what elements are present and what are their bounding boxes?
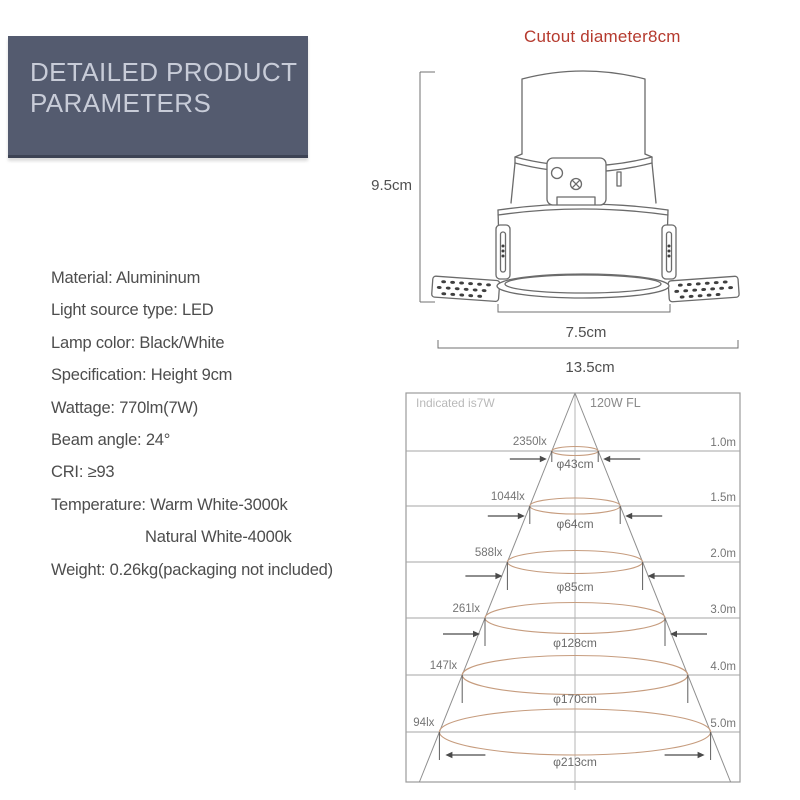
diameter-label: φ43cm: [556, 457, 593, 471]
diameter-label: φ213cm: [553, 755, 597, 769]
spec-row: Specification: Height 9cm: [51, 366, 233, 385]
dimension-arrowhead: [445, 751, 453, 759]
mounting-clip-right: [661, 224, 677, 280]
trim-ring: [496, 203, 670, 299]
diameter-label: φ85cm: [556, 580, 593, 594]
dimension-arrowhead: [495, 572, 503, 580]
spec-row: Beam angle: 24°: [51, 430, 171, 449]
spring-wing-right: [667, 275, 740, 303]
outer-diameter-label: 13.5cm: [565, 359, 614, 376]
lux-label: 2350lx: [513, 436, 547, 448]
screw-icon: [569, 177, 583, 191]
lux-label: 147lx: [430, 660, 458, 672]
height-dimension-label: 9.5cm: [371, 177, 412, 194]
distance-label: 2.0m: [710, 548, 736, 560]
diameter-label: φ64cm: [556, 517, 593, 531]
distance-label: 5.0m: [710, 718, 736, 730]
cone-edge-left: [418, 392, 576, 783]
spec-row: Weight: 0.26kg(packaging not included): [51, 560, 333, 579]
driver-plate: [546, 157, 622, 206]
spec-row: Natural White-4000k: [145, 528, 292, 547]
spec-row: Material: Alumininum: [51, 269, 201, 287]
page-title-box: DETAILED PRODUCT PARAMETERS: [8, 36, 308, 158]
page-title-line2: PARAMETERS: [30, 88, 212, 118]
beam-note-right: 120W FL: [590, 396, 641, 410]
distance-label: 3.0m: [710, 604, 736, 616]
wing-holes: [674, 280, 734, 299]
dimension-arrowhead: [697, 751, 705, 759]
cutout-diameter-label: Cutout diameter8cm: [524, 27, 681, 46]
distance-label: 1.0m: [710, 437, 736, 449]
dimension-arrowhead: [517, 512, 525, 520]
spec-row: CRI: ≥93: [51, 463, 115, 482]
dimension-arrowhead: [539, 455, 547, 463]
inner-diameter-dimension: 7.5cm: [497, 304, 671, 341]
inner-diameter-label: 7.5cm: [566, 324, 607, 341]
dimension-arrowhead: [625, 512, 633, 520]
spec-row: Lamp color: Black/White: [51, 333, 225, 352]
outer-diameter-dimension: 13.5cm: [437, 340, 739, 376]
dimension-arrowhead: [670, 630, 677, 638]
lux-label: 588lx: [475, 547, 503, 559]
mounting-clip-left: [495, 224, 511, 280]
page-title-line1: DETAILED PRODUCT: [30, 57, 298, 87]
beam-frame: [405, 392, 741, 783]
dimension-arrowhead: [473, 630, 480, 638]
beam-note-left: Indicated is7W: [416, 396, 495, 410]
distance-label: 4.0m: [710, 661, 736, 673]
diameter-label: φ128cm: [553, 636, 597, 650]
height-dimension: 9.5cm: [371, 71, 435, 303]
distance-label: 1.5m: [710, 492, 736, 504]
spring-wing-left: [431, 275, 501, 303]
wing-holes: [436, 280, 491, 298]
spec-row: Wattage: 770lm(7W): [51, 398, 199, 417]
spec-row: Temperature: Warm White-3000k: [51, 495, 288, 514]
lux-label: 1044lx: [491, 491, 525, 503]
spec-row: Light source type: LED: [51, 301, 214, 320]
diameter-label: φ170cm: [553, 692, 597, 706]
lux-label: 261lx: [453, 603, 481, 615]
dimension-arrowhead: [647, 572, 655, 580]
dimension-arrowhead: [603, 455, 611, 463]
cone-edge-right: [574, 392, 732, 783]
product-technical-drawing: 9.5cm 7.5cm 13.5cm: [371, 70, 740, 376]
beam-angle-diagram: Indicated is7W 120W FL 2350lx 1.0m φ43cm 1044…: [405, 392, 741, 790]
lux-label: 94lx: [413, 717, 434, 729]
